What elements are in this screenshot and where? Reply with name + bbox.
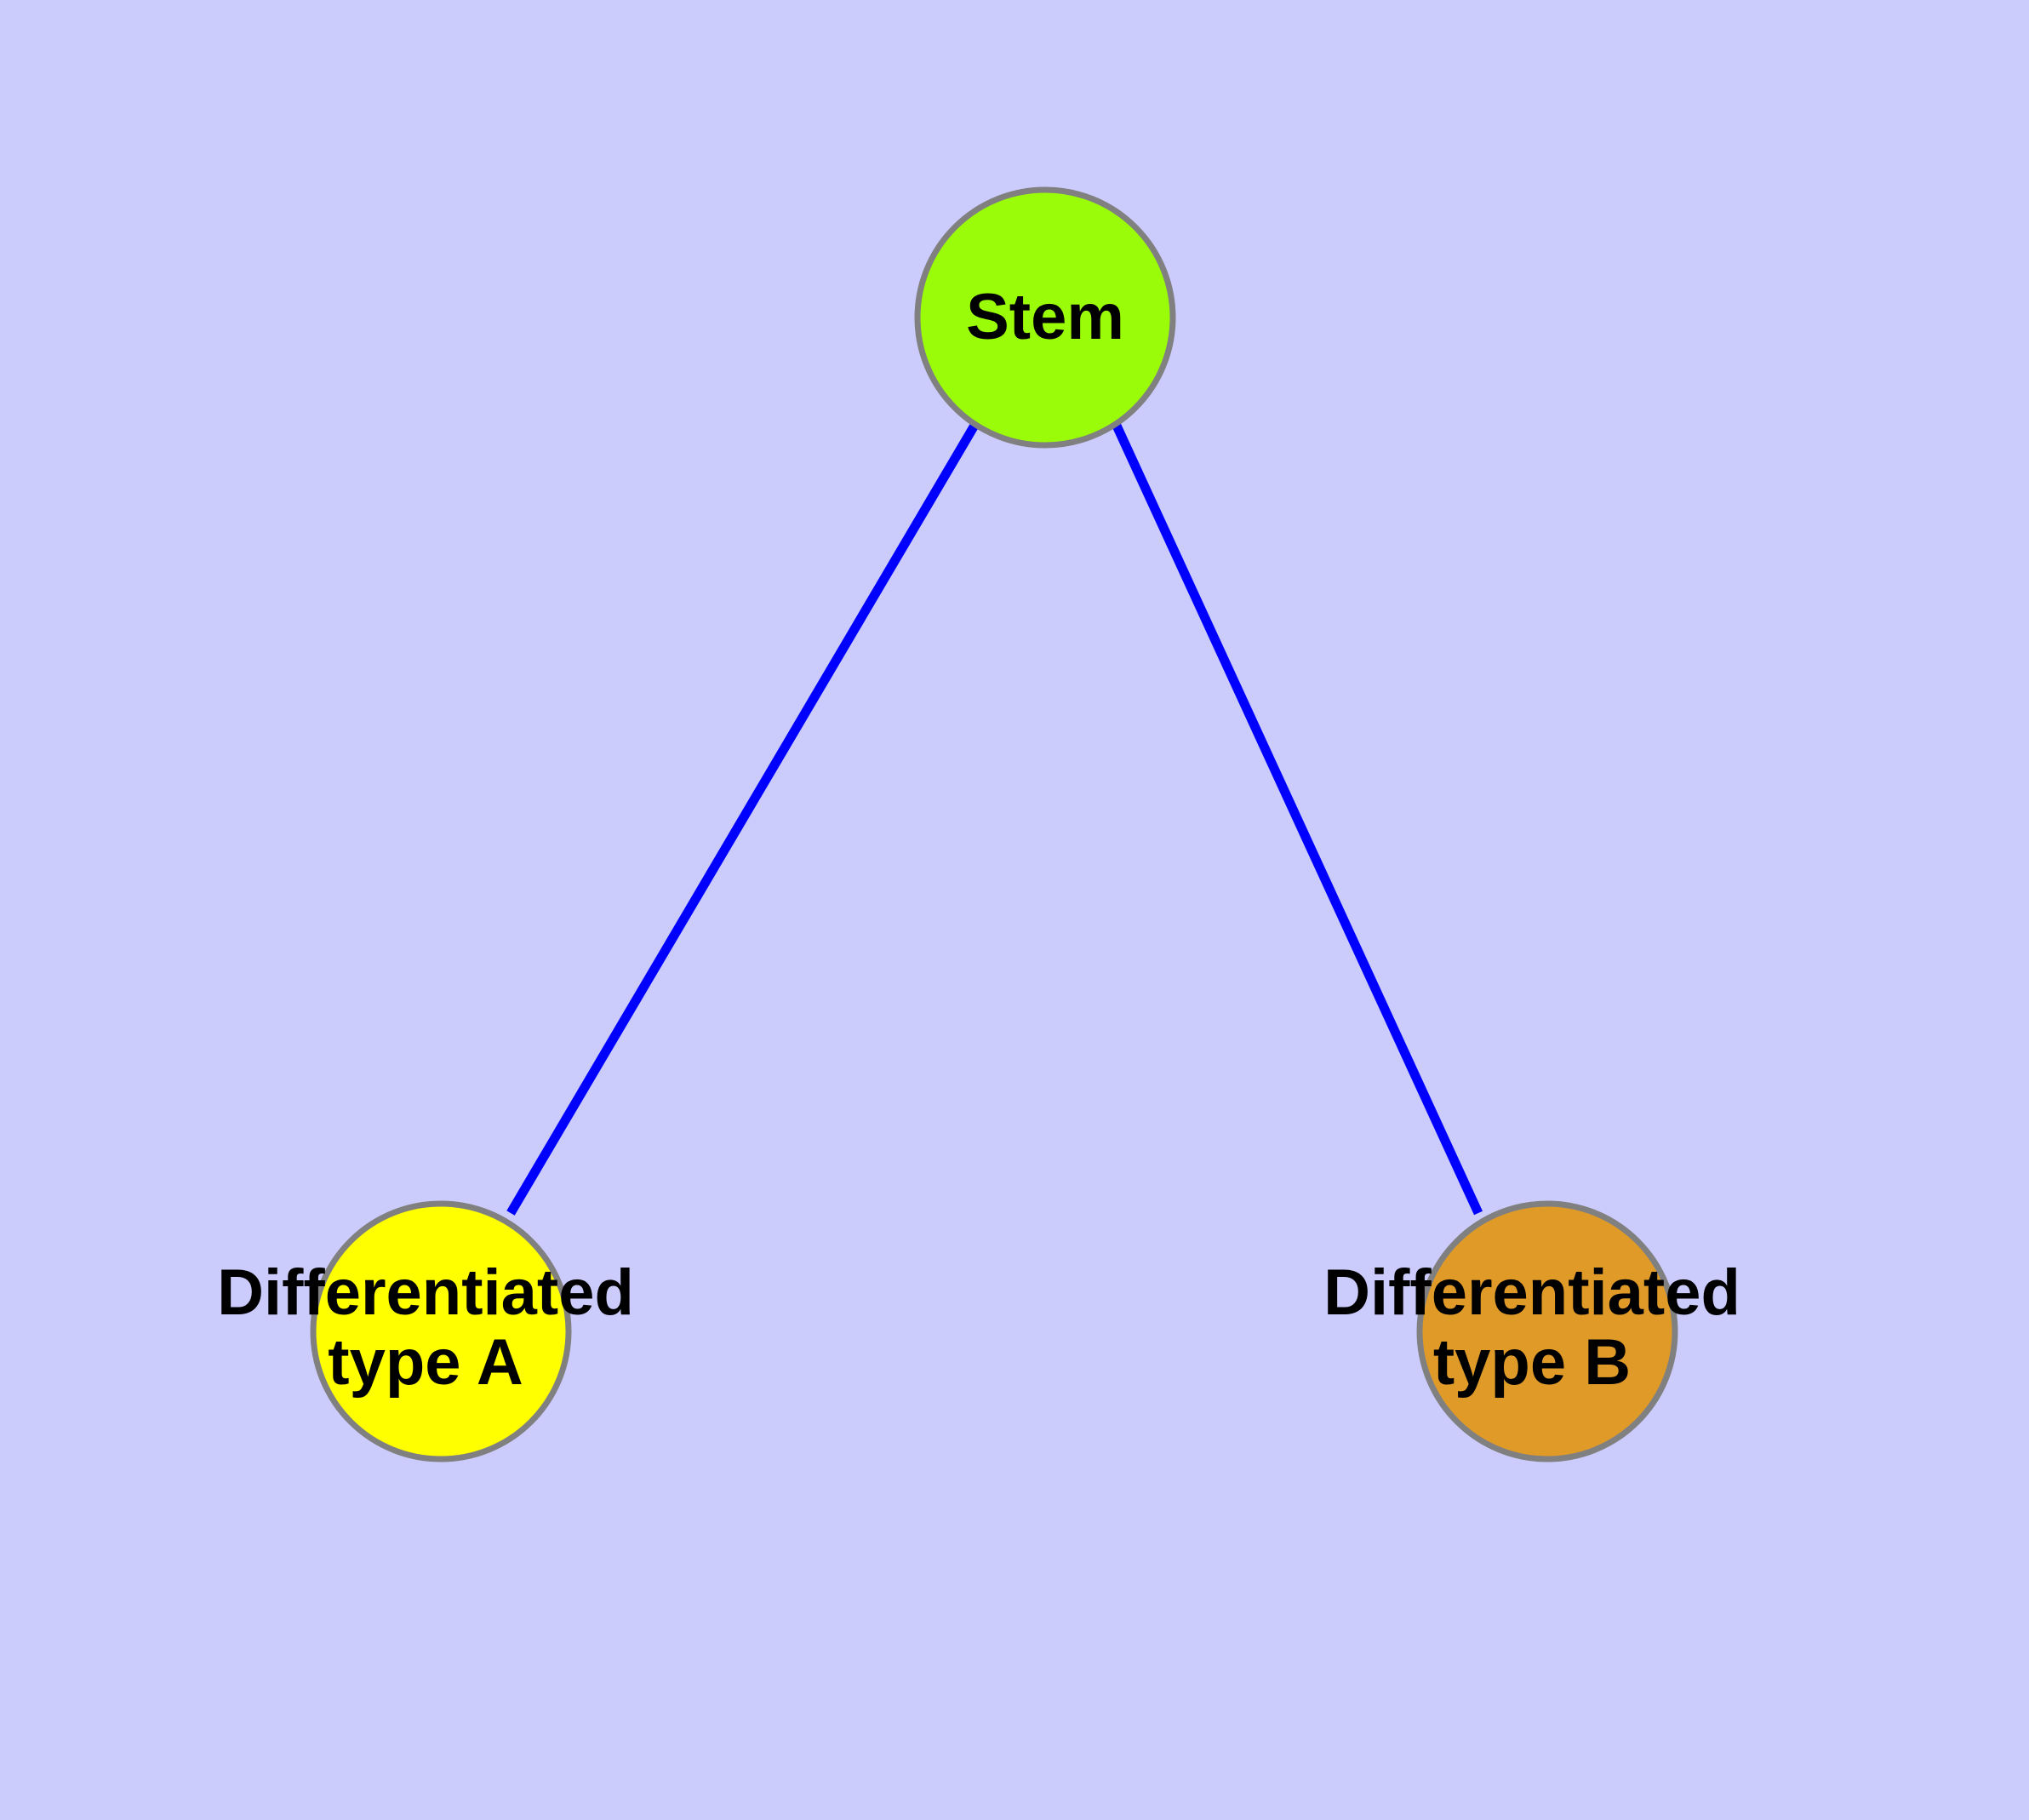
- graph-node-diff_a[interactable]: [310, 1200, 572, 1462]
- graph-edge-stem-to-diff-a: [506, 421, 980, 1216]
- graph-edge-stem-to-diff-b: [1112, 423, 1483, 1216]
- nodes-layer: [310, 186, 1678, 1462]
- graph-node-diff_b[interactable]: [1416, 1200, 1678, 1462]
- edges-layer: [506, 421, 1483, 1216]
- graph-node-stem[interactable]: [914, 186, 1176, 449]
